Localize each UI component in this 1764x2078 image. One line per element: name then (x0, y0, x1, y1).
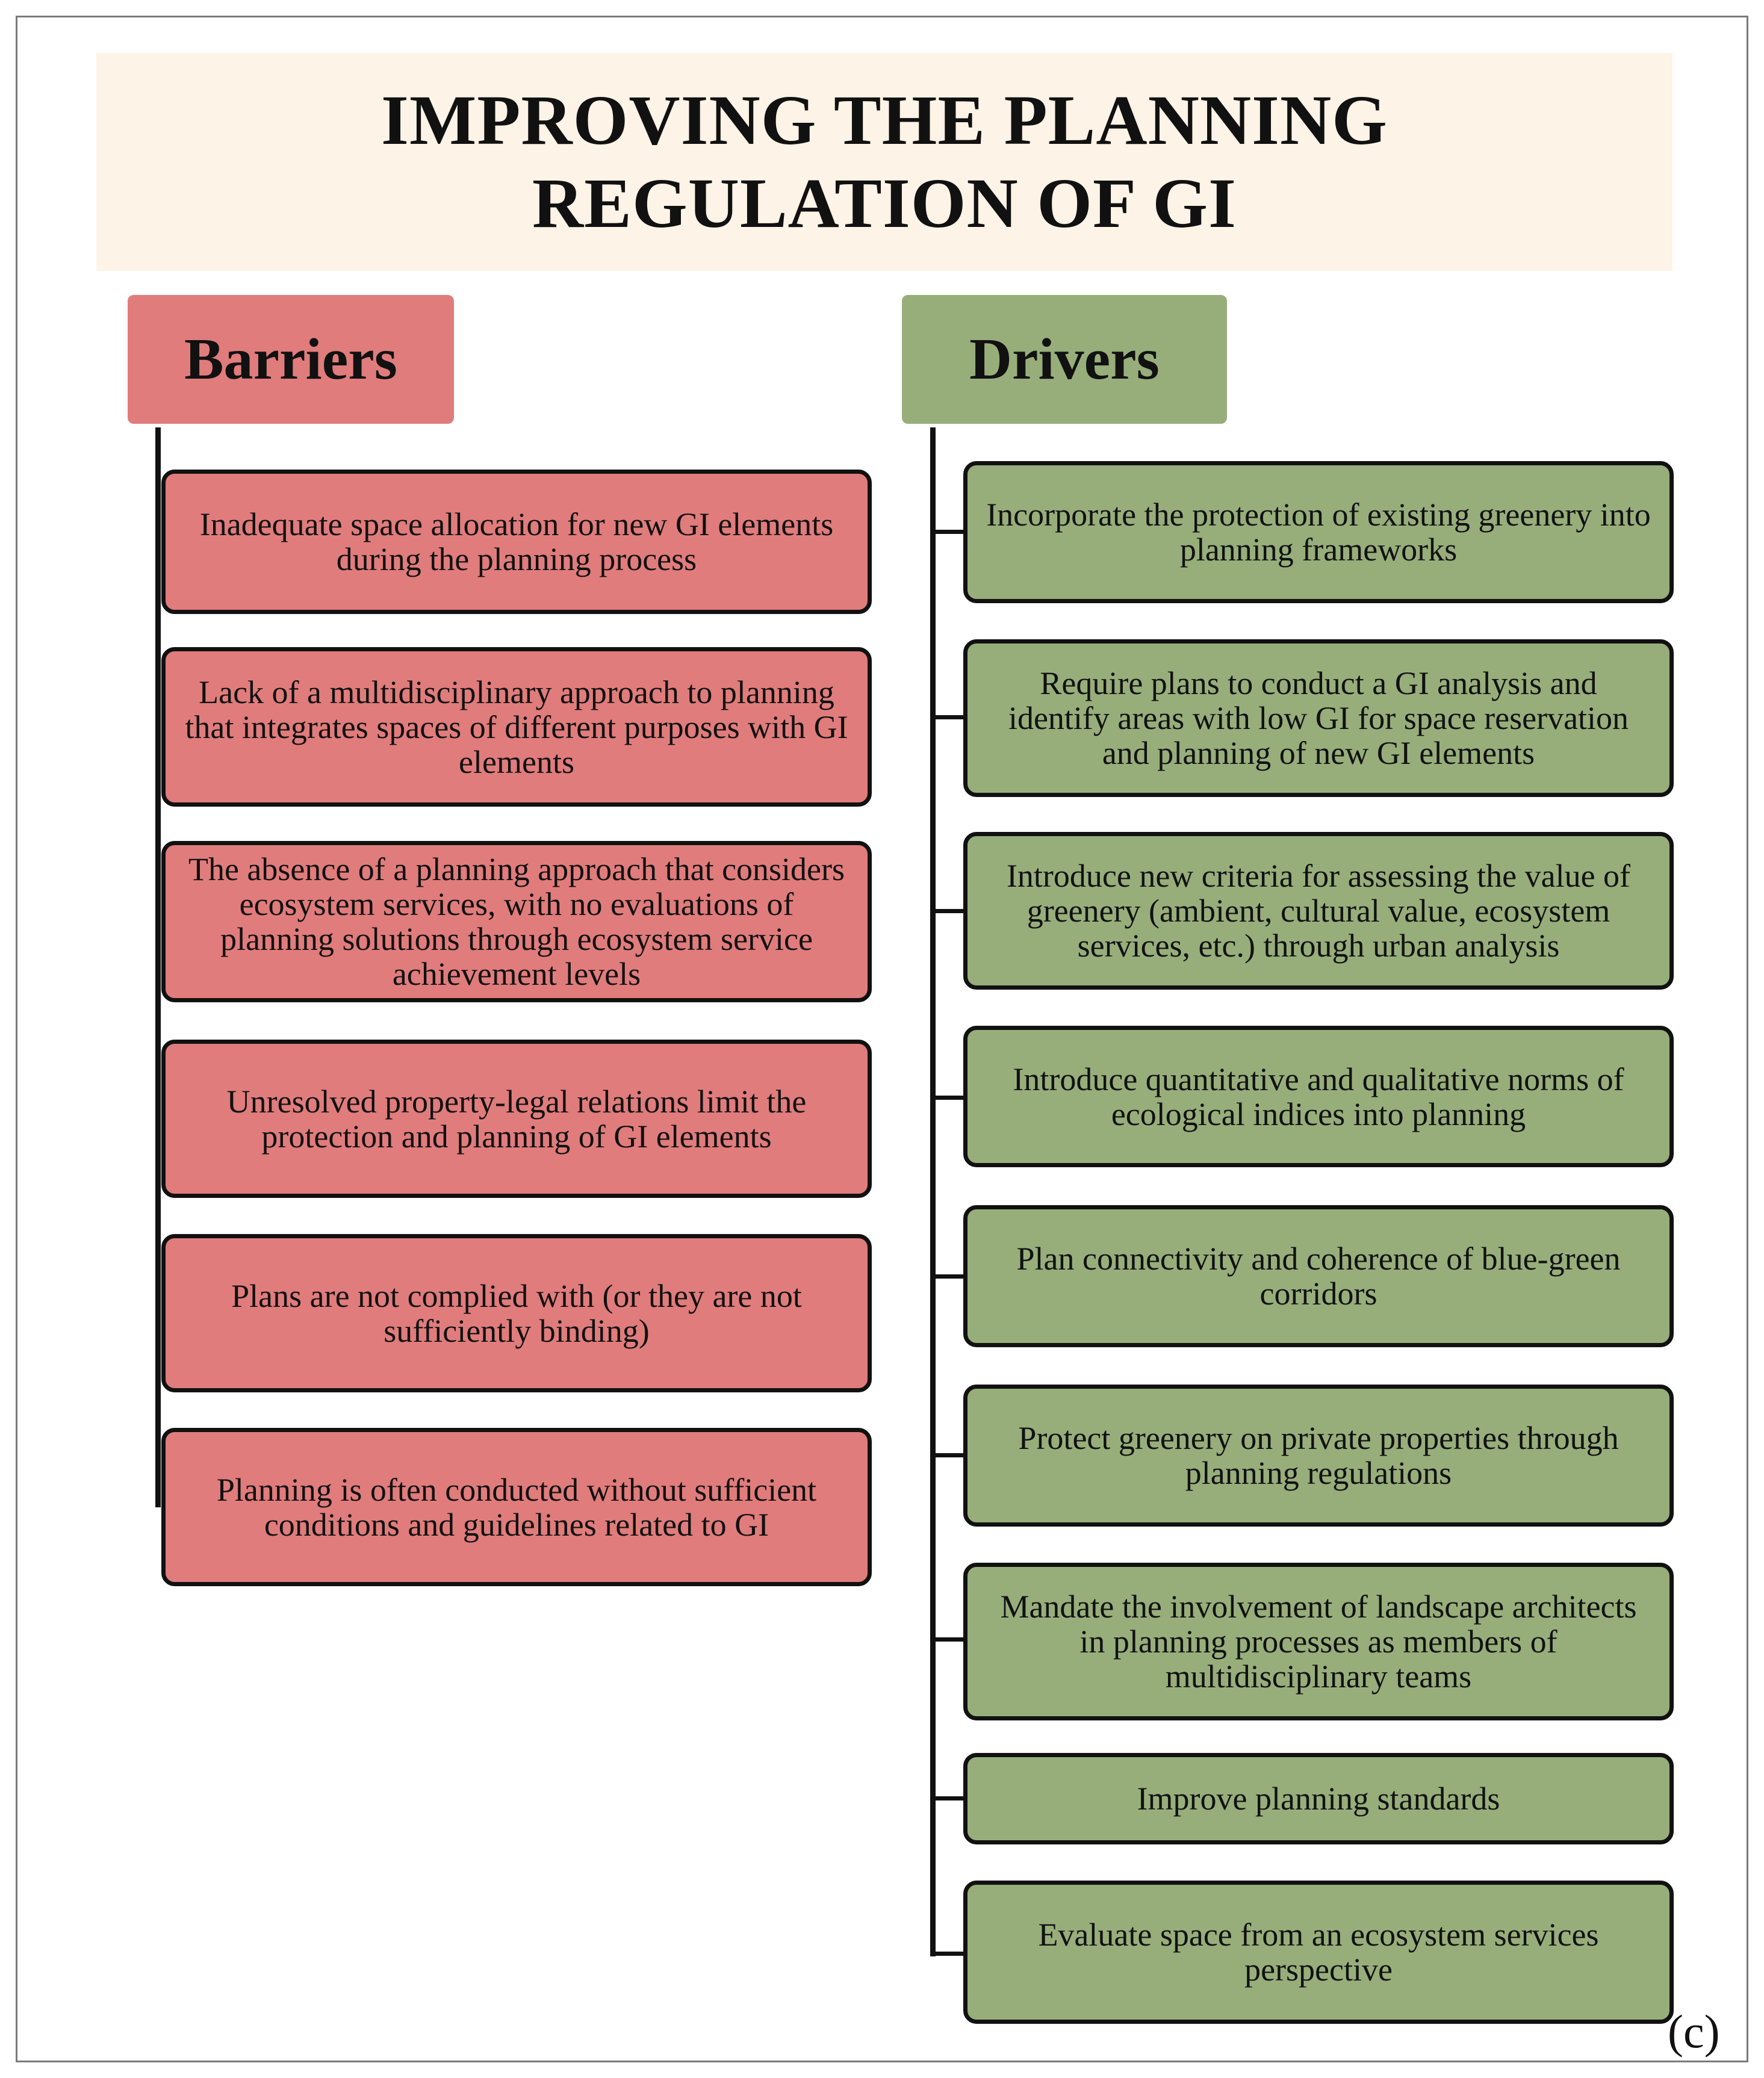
driver-connector-tick (930, 1952, 965, 1956)
figure-frame (16, 16, 1748, 2062)
barrier-text: The absence of a planning approach that … (188, 851, 845, 992)
barrier-box: Plans are not complied with (or they are… (161, 1234, 872, 1392)
driver-box: Incorporate the protection of existing g… (963, 461, 1674, 603)
driver-text: Introduce new criteria for assessing the… (1006, 858, 1631, 964)
drivers-heading: Drivers (902, 295, 1227, 424)
title-line-1: IMPROVING THE PLANNING (381, 81, 1388, 160)
barriers-connector-line (155, 427, 161, 1507)
driver-connector-tick (930, 1796, 965, 1800)
driver-text: Evaluate space from an ecosystem service… (1038, 1917, 1599, 1988)
driver-box: Plan connectivity and coherence of blue-… (963, 1205, 1674, 1347)
barrier-text: Plans are not complied with (or they are… (231, 1277, 802, 1349)
driver-text: Plan connectivity and coherence of blue-… (1016, 1241, 1621, 1312)
driver-box: Require plans to conduct a GI analysis a… (963, 639, 1674, 797)
driver-connector-tick (930, 1453, 965, 1457)
driver-connector-tick (930, 1637, 965, 1642)
driver-box: Protect greenery on private properties t… (963, 1385, 1674, 1527)
panel-label: (c) (1668, 2005, 1720, 2058)
driver-box: Introduce quantitative and qualitative n… (963, 1026, 1674, 1167)
barrier-box: Lack of a multidisciplinary approach to … (161, 647, 872, 807)
barrier-text: Inadequate space allocation for new GI e… (199, 506, 834, 577)
driver-text: Improve planning standards (1137, 1781, 1500, 1817)
driver-box: Evaluate space from an ecosystem service… (963, 1881, 1674, 2024)
driver-box: Mandate the involvement of landscape arc… (963, 1563, 1674, 1720)
barriers-heading: Barriers (128, 295, 454, 424)
driver-box: Improve planning standards (963, 1753, 1674, 1844)
driver-box: Introduce new criteria for assessing the… (963, 832, 1674, 990)
barrier-text: Unresolved property-legal relations limi… (226, 1083, 807, 1155)
drivers-connector-line (930, 427, 936, 1956)
barrier-box: The absence of a planning approach that … (161, 841, 872, 1002)
driver-connector-tick (930, 909, 965, 913)
barrier-box: Planning is often conducted without suff… (161, 1428, 872, 1586)
driver-connector-tick (930, 715, 965, 719)
driver-text: Introduce quantitative and qualitative n… (1013, 1061, 1624, 1132)
barrier-box: Inadequate space allocation for new GI e… (161, 470, 872, 614)
driver-text: Protect greenery on private properties t… (1018, 1420, 1619, 1491)
driver-connector-tick (930, 530, 965, 534)
barrier-text: Lack of a multidisciplinary approach to … (185, 674, 848, 780)
driver-text: Require plans to conduct a GI analysis a… (1008, 665, 1629, 771)
title-line-2: REGULATION OF GI (532, 164, 1237, 243)
driver-connector-tick (930, 1274, 965, 1279)
barrier-text: Planning is often conducted without suff… (216, 1471, 817, 1543)
barrier-box: Unresolved property-legal relations limi… (161, 1040, 872, 1198)
driver-text: Mandate the involvement of landscape arc… (1000, 1589, 1637, 1695)
driver-connector-tick (930, 1096, 965, 1100)
driver-text: Incorporate the protection of existing g… (986, 497, 1651, 568)
title-banner: IMPROVING THE PLANNING REGULATION OF GI (96, 53, 1672, 271)
